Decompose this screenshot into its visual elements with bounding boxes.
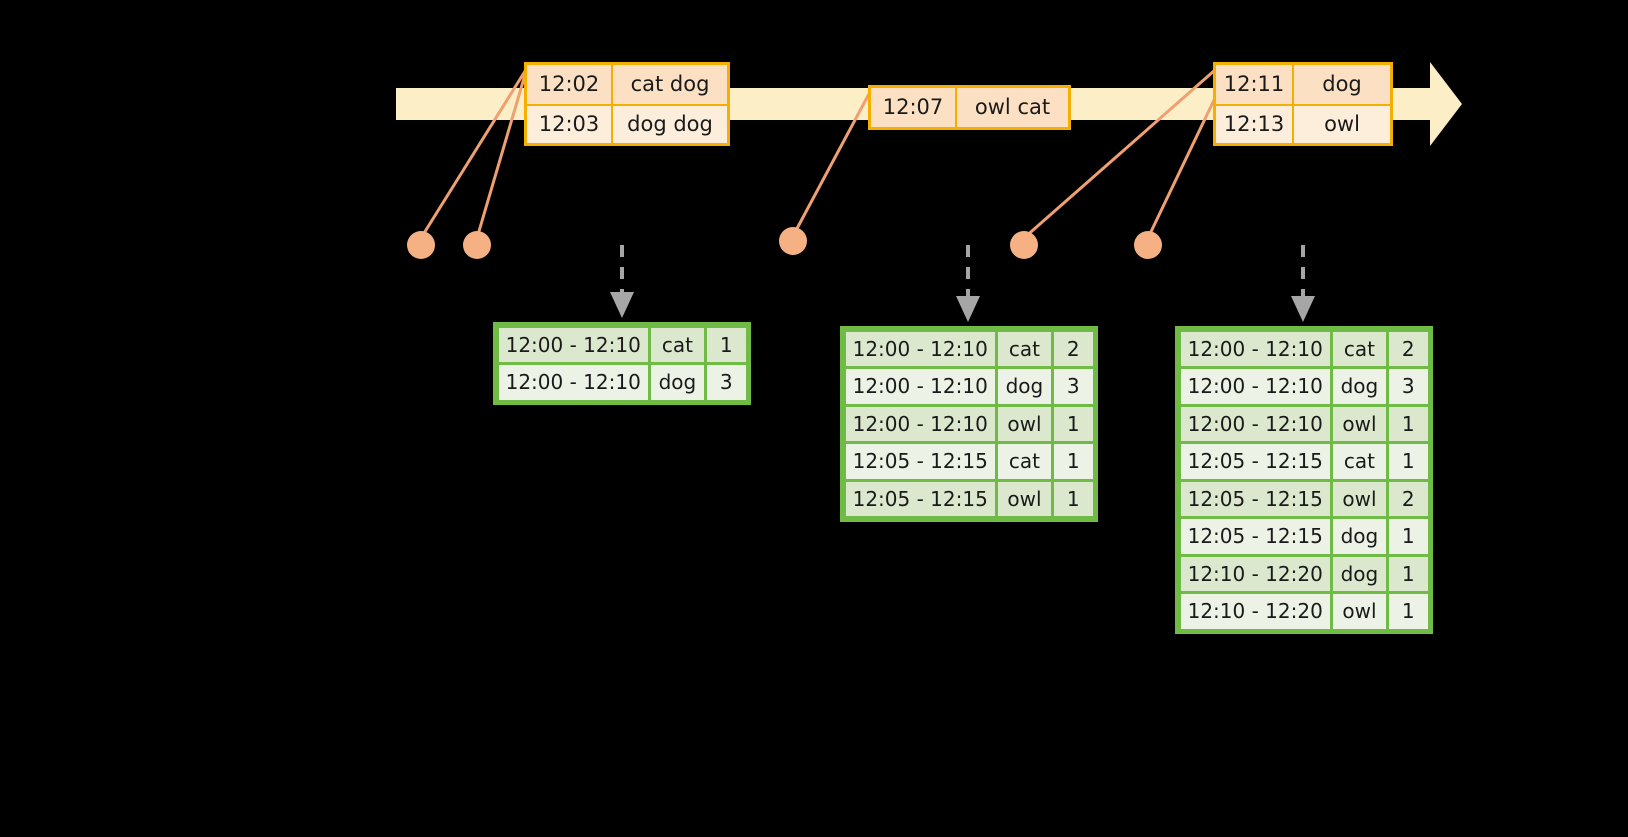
cell-count: 1 xyxy=(1388,444,1428,479)
cell-count: 1 xyxy=(1388,519,1428,554)
cell-count: 2 xyxy=(1388,481,1428,516)
cell-window: 12:05 - 12:15 xyxy=(1180,519,1330,554)
event-time: 12:13 xyxy=(1216,106,1294,143)
event-dots xyxy=(407,227,1162,259)
cell-key: dog xyxy=(650,365,704,400)
cell-count: 3 xyxy=(706,365,746,400)
emit-arrows xyxy=(610,245,1315,322)
cell-key: owl xyxy=(1332,481,1386,516)
cell-key: dog xyxy=(997,369,1051,404)
cell-window: 12:05 - 12:15 xyxy=(845,444,995,479)
event-value: owl xyxy=(1294,106,1390,143)
event-group-1[interactable]: 12:02 cat dog 12:03 dog dog xyxy=(524,62,730,146)
cell-window: 12:00 - 12:10 xyxy=(845,406,995,441)
cell-key: owl xyxy=(997,406,1051,441)
cell-window: 12:05 - 12:15 xyxy=(1180,444,1330,479)
event-value: dog dog xyxy=(613,106,727,143)
cell-count: 1 xyxy=(1388,406,1428,441)
cell-window: 12:05 - 12:15 xyxy=(1180,481,1330,516)
cell-count: 2 xyxy=(1053,331,1093,366)
cell-key: cat xyxy=(1332,444,1386,479)
cell-count: 1 xyxy=(1053,406,1093,441)
event-time: 12:11 xyxy=(1216,65,1294,104)
event-time: 12:03 xyxy=(527,106,613,143)
cell-window: 12:00 - 12:10 xyxy=(1180,369,1330,404)
cell-window: 12:00 - 12:10 xyxy=(1180,331,1330,366)
cell-window: 12:10 - 12:20 xyxy=(1180,556,1330,591)
cell-key: cat xyxy=(997,444,1051,479)
event-group-2[interactable]: 12:07 owl cat xyxy=(868,85,1071,130)
cell-window: 12:00 - 12:10 xyxy=(498,327,648,362)
event-group-3[interactable]: 12:11 dog 12:13 owl xyxy=(1213,62,1393,146)
cell-window: 12:10 - 12:20 xyxy=(1180,594,1330,629)
cell-key: dog xyxy=(1332,519,1386,554)
cell-count: 2 xyxy=(1388,331,1428,366)
cell-key: cat xyxy=(650,327,704,362)
event-row[interactable]: 12:07 owl cat xyxy=(871,88,1068,127)
cell-key: dog xyxy=(1332,556,1386,591)
event-dot-3 xyxy=(779,227,807,255)
cell-count: 1 xyxy=(706,327,746,362)
cell-key: owl xyxy=(1332,594,1386,629)
cell-window: 12:00 - 12:10 xyxy=(498,365,648,400)
event-dot-4 xyxy=(1010,231,1038,259)
cell-window: 12:00 - 12:10 xyxy=(845,369,995,404)
cell-window: 12:00 - 12:10 xyxy=(845,331,995,366)
cell-key: cat xyxy=(1332,331,1386,366)
cell-key: owl xyxy=(1332,406,1386,441)
event-row[interactable]: 12:11 dog xyxy=(1216,65,1390,104)
cell-key: cat xyxy=(997,331,1051,366)
event-dot-5 xyxy=(1134,231,1162,259)
event-row[interactable]: 12:13 owl xyxy=(1216,104,1390,143)
event-dot-2 xyxy=(463,231,491,259)
cell-window: 12:05 - 12:15 xyxy=(845,481,995,516)
event-value: owl cat xyxy=(957,88,1068,127)
event-value: cat dog xyxy=(613,65,727,104)
event-time: 12:07 xyxy=(871,88,957,127)
event-row[interactable]: 12:02 cat dog xyxy=(527,65,727,104)
cell-key: owl xyxy=(997,481,1051,516)
cell-count: 1 xyxy=(1388,594,1428,629)
cell-count: 1 xyxy=(1388,556,1428,591)
event-value: dog xyxy=(1294,65,1390,104)
cell-count: 1 xyxy=(1053,481,1093,516)
event-time: 12:02 xyxy=(527,65,613,104)
event-dot-1 xyxy=(407,231,435,259)
cell-count: 3 xyxy=(1053,369,1093,404)
event-row[interactable]: 12:03 dog dog xyxy=(527,104,727,143)
cell-window: 12:00 - 12:10 xyxy=(1180,406,1330,441)
cell-key: dog xyxy=(1332,369,1386,404)
cell-count: 3 xyxy=(1388,369,1428,404)
cell-count: 1 xyxy=(1053,444,1093,479)
